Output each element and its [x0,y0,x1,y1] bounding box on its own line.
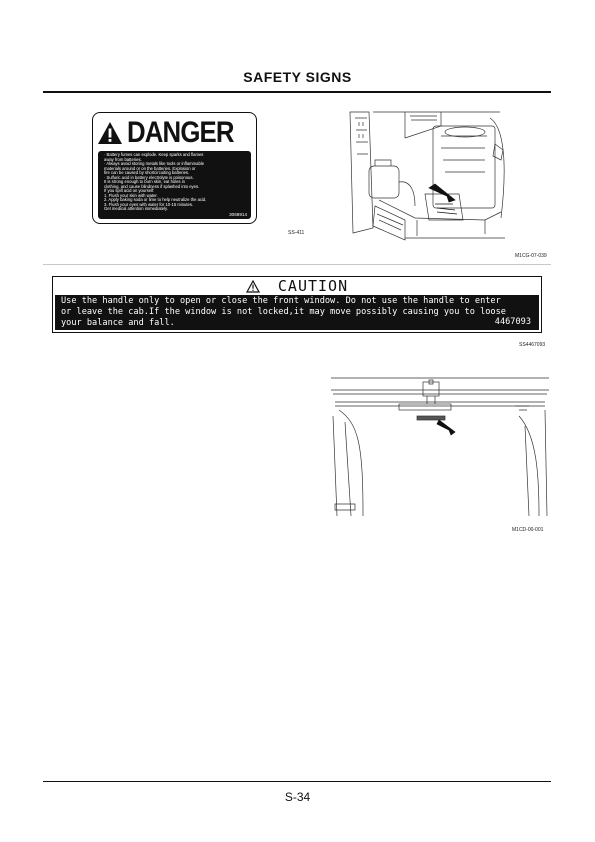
danger-line: 2. Apply baking soda or lime to help neu… [104,197,207,202]
warning-triangle-icon [98,122,123,144]
danger-line: · Battery fumes can explode. Keep sparks… [104,152,204,157]
danger-text-panel: · Battery fumes can explode. Keep sparks… [98,151,251,219]
danger-line: away from batteries. [104,156,142,162]
danger-line: 1. Flush your skin with water. [104,192,158,198]
danger-heading: DANGER [127,116,235,149]
caution-heading: CAUTION [277,277,349,295]
header-rule [43,91,551,93]
danger-line: · Always avoid storing metals like tools… [104,161,205,166]
danger-sign: DANGER · Battery fumes can explode. Keep… [92,112,257,224]
caution-line: Use the handle only to open or close the… [61,296,501,306]
danger-line: 3. Flush your eyes with water for 10-15 … [104,201,194,207]
battery-caption: M1CG-07-039 [515,253,547,259]
caution-header: CAUTION [53,277,541,295]
page-title: SAFETY SIGNS [243,69,352,85]
page-number: S-34 [284,790,311,804]
caution-caption: SS4467093 [519,342,546,348]
warning-triangle-icon [245,279,260,293]
danger-line: Get medical attention immediately. [104,206,168,211]
danger-header: DANGER [97,116,252,150]
footer-rule [43,781,551,782]
caution-part-number: 4467093 [494,317,531,327]
danger-line: clothing, and cause blindness if splashe… [104,183,200,189]
danger-line: It is strong enough to burn skin, eat ho… [104,179,186,184]
caution-text-panel: Use the handle only to open or close the… [55,295,539,330]
danger-caption: SS-411 [288,230,305,236]
danger-line: fire can be caused by shortcircuiting ba… [104,170,190,175]
battery-location-drawing [349,111,505,241]
caution-line: your balance and fall. [61,318,175,328]
danger-line: · Sulfuric acid in battery electrolyte i… [104,174,194,180]
caution-sign: CAUTION Use the handle only to open or c… [52,276,542,333]
cab-front-window-drawing [331,377,549,517]
danger-line: If you spill acid on yourself: [104,188,155,193]
section-separator [43,264,551,265]
cab-caption: M1CD-00-001 [512,527,544,533]
danger-line: materials around or on the batteries. Ex… [104,165,196,171]
caution-line: or leave the cab.If the window is not lo… [61,307,506,317]
danger-part-number: 3068914 [229,212,247,217]
